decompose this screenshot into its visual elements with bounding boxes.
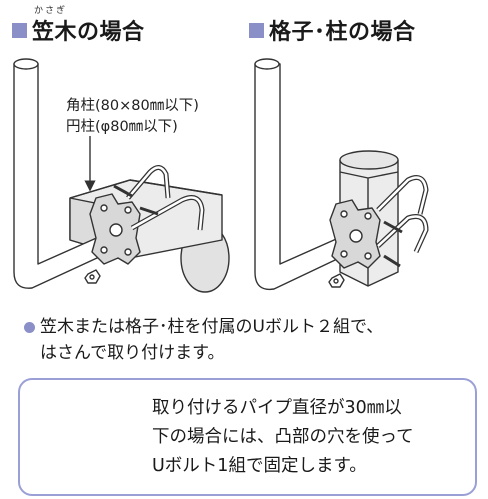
instruction-line-1: 笠木または格子･柱を付属のUボルト２組で、 xyxy=(40,317,384,337)
right-heading-marker xyxy=(249,23,264,38)
left-heading: 笠木の場合 xyxy=(32,20,145,45)
note-box-text: 取り付けるパイプ直径が30㎜以 下の場合には、凸部の穴を使って Uボルト1組で固… xyxy=(152,394,414,481)
note-box-line-2: 下の場合には、凸部の穴を使って xyxy=(152,427,414,447)
square-post-note: 角柱(80×80㎜以下) xyxy=(66,98,199,114)
right-heading: 格子･柱の場合 xyxy=(269,20,416,45)
left-rail-illustration xyxy=(13,58,230,293)
instruction-bullet xyxy=(24,322,35,333)
left-heading-marker xyxy=(12,23,27,38)
note-box-line-3: Uボルト1組で固定します。 xyxy=(152,456,367,476)
right-post-illustration xyxy=(254,58,429,291)
small-pipe-note-box: 取り付けるパイプ直径が30㎜以 下の場合には、凸部の穴を使って Uボルト1組で固… xyxy=(18,378,477,496)
round-post-note: 円柱(φ80㎜以下) xyxy=(66,119,178,135)
note-box-line-1: 取り付けるパイプ直径が30㎜以 xyxy=(152,398,402,418)
instruction-line-2: はさんで取り付けます。 xyxy=(40,343,225,363)
left-heading-ruby: かさぎ xyxy=(34,6,68,16)
